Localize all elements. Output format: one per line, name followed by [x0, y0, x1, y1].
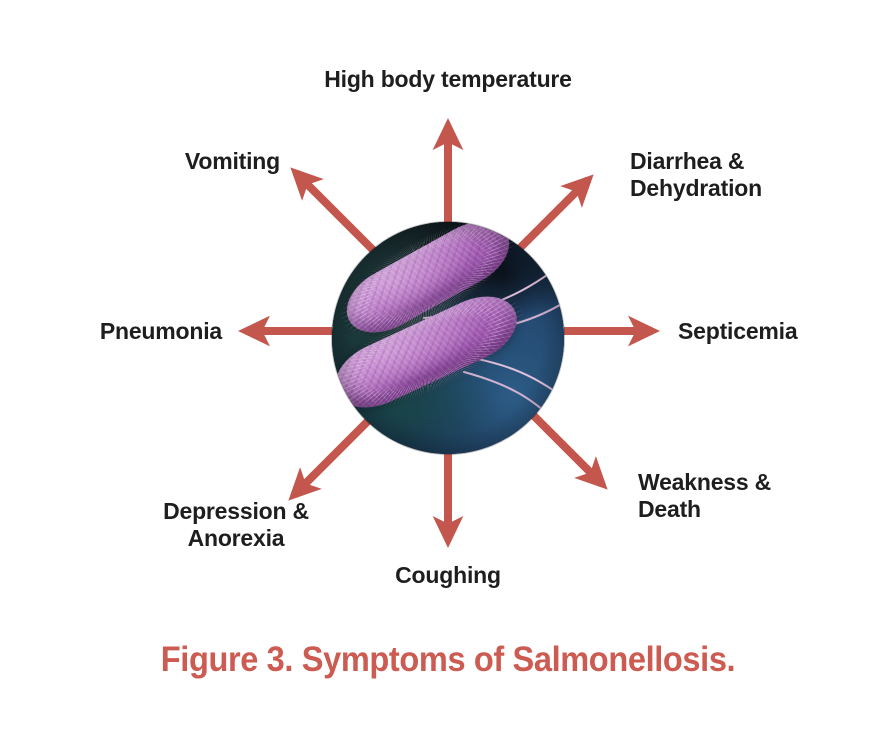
label-depression-anorexia: Depression & Anorexia — [163, 498, 309, 551]
label-high-body-temperature: High body temperature — [324, 66, 572, 92]
micrograph-vignette — [332, 222, 564, 454]
label-septicemia: Septicemia — [678, 318, 798, 344]
label-weakness-death: Weakness & Death — [638, 469, 772, 522]
label-diarrhea-dehydration: Diarrhea & Dehydration — [630, 148, 762, 201]
figure-caption: Figure 3. Symptoms of Salmonellosis. — [160, 640, 736, 679]
label-pneumonia: Pneumonia — [99, 318, 222, 344]
label-coughing: Coughing — [395, 562, 501, 588]
salmonella-micrograph — [332, 222, 564, 454]
label-vomiting: Vomiting — [184, 148, 280, 174]
